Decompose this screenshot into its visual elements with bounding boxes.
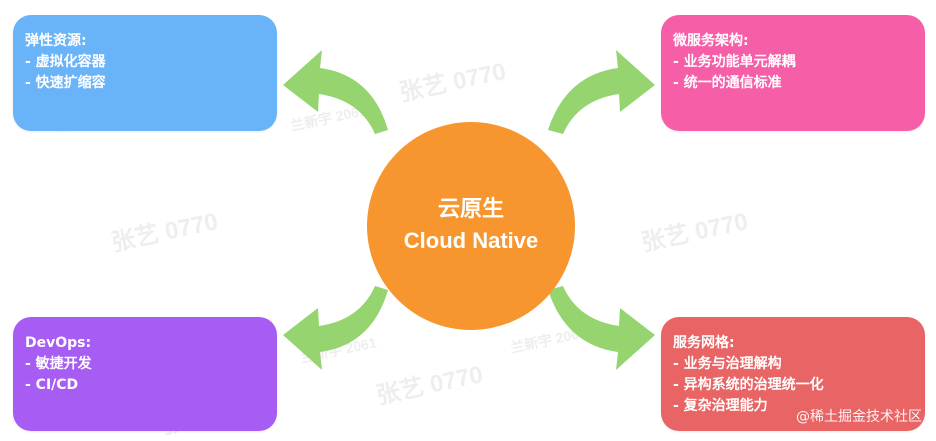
service-mesh-box: 服务网格: - 业务与治理解构 - 异构系统的治理统一化 - 复杂治理能力 xyxy=(661,317,925,431)
elastic-resources-item: - 虚拟化容器 xyxy=(25,54,106,70)
service-mesh-item: - 业务与治理解构 xyxy=(673,356,782,372)
arrow-to-bottom-right xyxy=(548,286,655,370)
devops-item: - 敏捷开发 xyxy=(25,356,92,372)
elastic-resources-box: 弹性资源: - 虚拟化容器 - 快速扩缩容 xyxy=(13,15,277,131)
arrow-to-top-left xyxy=(283,50,388,134)
service-mesh-item: - 异构系统的治理统一化 xyxy=(673,377,824,393)
service-mesh-title: 服务网格: xyxy=(673,335,735,351)
microservice-item: - 统一的通信标准 xyxy=(673,75,782,91)
devops-title: DevOps: xyxy=(25,335,92,351)
microservice-title: 微服务架构: xyxy=(673,33,749,49)
service-mesh-item: - 复杂治理能力 xyxy=(673,398,768,414)
platform-watermark: @稀土掘金技术社区 xyxy=(796,409,922,425)
devops-item: - CI/CD xyxy=(25,377,79,393)
elastic-resources-item: - 快速扩缩容 xyxy=(25,75,106,91)
microservice-box: 微服务架构: - 业务功能单元解耦 - 统一的通信标准 xyxy=(661,15,925,131)
microservice-item: - 业务功能单元解耦 xyxy=(673,54,796,70)
arrow-to-top-right xyxy=(548,50,655,134)
hub-title-en: Cloud Native xyxy=(403,228,539,253)
cloud-native-hub: 云原生 Cloud Native xyxy=(367,122,575,330)
devops-box: DevOps: - 敏捷开发 - CI/CD xyxy=(13,317,277,431)
arrow-to-bottom-left xyxy=(283,286,388,370)
hub-title-cn: 云原生 xyxy=(437,197,504,222)
elastic-resources-title: 弹性资源: xyxy=(25,33,87,49)
